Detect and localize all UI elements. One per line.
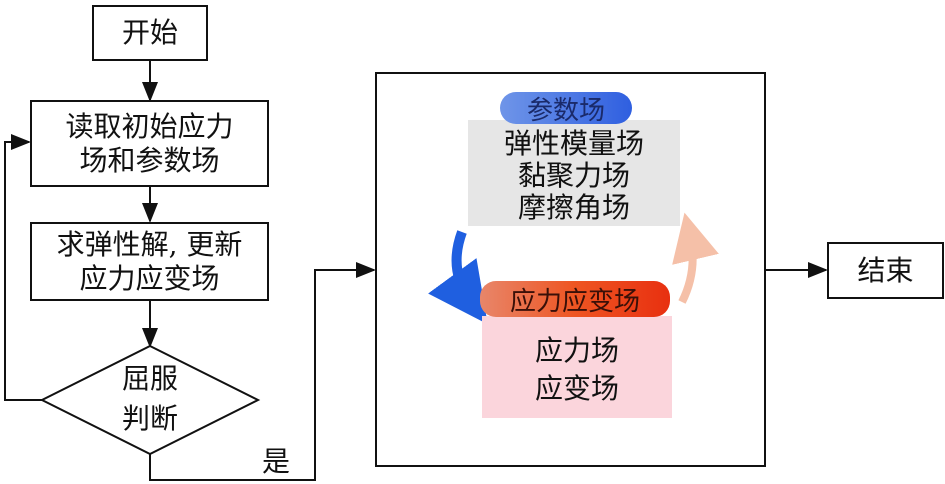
solve-line: 求弹性解, 更新	[56, 227, 243, 261]
yes-arrow	[149, 262, 376, 481]
stress-title-pill: 应力应变场	[480, 281, 670, 317]
param-item: 弹性模量场	[503, 127, 644, 160]
params-box: 弹性模量场 黏聚力场 摩擦角场	[468, 120, 680, 226]
read-line: 读取初始应力	[65, 109, 234, 143]
read-line: 场和参数场	[79, 143, 220, 177]
end-label: 结束	[857, 253, 914, 287]
blue-curved-arrow	[428, 230, 488, 325]
decision-line: 判断	[121, 402, 178, 435]
param-item: 黏聚力场	[517, 159, 630, 192]
yes-label: 是	[262, 445, 291, 478]
params-title-pill: 参数场	[500, 92, 632, 126]
solve-node: 求弹性解, 更新应力应变场	[30, 222, 269, 301]
solve-line: 应力应变场	[79, 261, 220, 295]
decision-line: 屈服	[121, 362, 178, 395]
start-node: 开始	[92, 5, 208, 61]
loop-back-arrow	[4, 134, 42, 401]
read-node: 读取初始应力场和参数场	[30, 100, 269, 187]
start-label: 开始	[121, 16, 178, 49]
end-node: 结束	[827, 242, 944, 299]
stress-box: 应力场 应变场	[482, 316, 672, 418]
decision-label: 屈服判断	[100, 362, 200, 436]
param-item: 摩擦角场	[517, 191, 630, 224]
stress-item: 应力场	[534, 334, 619, 367]
stress-item: 应变场	[534, 372, 619, 405]
peach-curved-arrow	[672, 212, 719, 304]
